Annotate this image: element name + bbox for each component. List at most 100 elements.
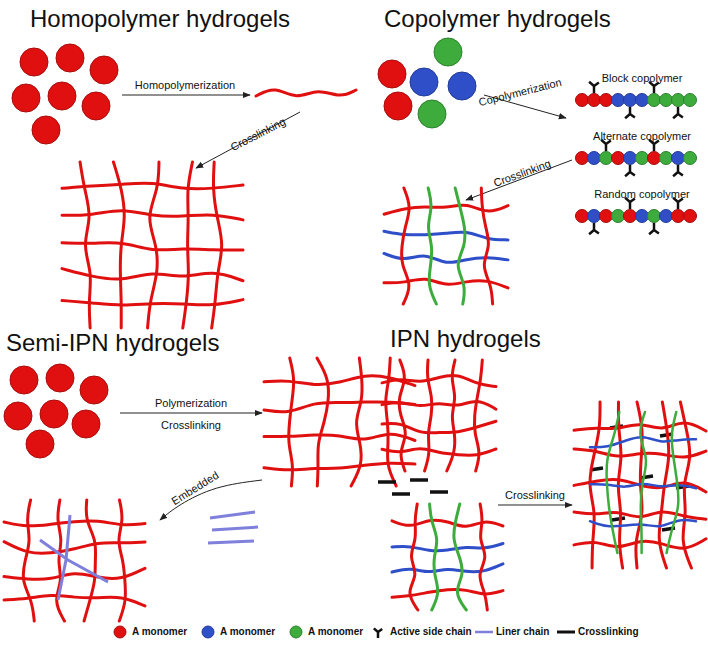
legend-text: Active side chain xyxy=(390,626,472,637)
process-arrow xyxy=(120,413,262,414)
process-label: Polymerization xyxy=(155,397,227,409)
process-label: Random copolymer xyxy=(594,188,689,200)
monomer xyxy=(434,38,462,66)
monomer xyxy=(26,430,54,458)
monomer xyxy=(624,210,637,223)
polymer-chain xyxy=(474,360,482,471)
monomer xyxy=(636,94,649,107)
monomer xyxy=(576,210,589,223)
monomer xyxy=(672,94,685,107)
polymer-network xyxy=(4,500,145,621)
legend-swatch xyxy=(114,626,126,638)
polymer-chain xyxy=(425,360,432,471)
polymer-chain xyxy=(119,500,125,621)
monomer xyxy=(576,152,589,165)
embedded-linear-chains xyxy=(40,515,108,600)
legend-line xyxy=(475,631,493,634)
monomer xyxy=(624,94,637,107)
active-side-chain xyxy=(625,107,635,118)
monomer xyxy=(72,410,100,438)
monomer xyxy=(612,210,625,223)
legend-swatch xyxy=(202,626,214,638)
monomer xyxy=(660,152,673,165)
legend xyxy=(114,626,575,638)
polymer-chain xyxy=(351,358,362,486)
monomer xyxy=(588,152,601,165)
monomer xyxy=(600,210,613,223)
polymer-chain xyxy=(384,205,508,214)
monomer xyxy=(48,82,76,110)
active-side-chain xyxy=(589,223,599,234)
legend-swatch xyxy=(290,626,302,638)
legend-line xyxy=(557,631,575,634)
polymer-chain xyxy=(317,358,329,486)
polymer-chain xyxy=(480,504,487,610)
monomer xyxy=(46,364,74,392)
polymer-chain xyxy=(212,162,222,328)
active-side-chain xyxy=(374,628,382,638)
monomer xyxy=(672,152,685,165)
polymer-chain xyxy=(80,162,90,328)
polymer-chain xyxy=(84,500,96,621)
active-side-chain xyxy=(673,107,683,118)
copolymer-chain xyxy=(576,198,697,234)
polymer-chain xyxy=(62,183,243,189)
polymer-chain xyxy=(481,188,492,304)
polymer-chain xyxy=(264,434,415,440)
polymer-chain xyxy=(455,188,465,304)
copolymer-chain xyxy=(576,140,697,176)
active-side-chain xyxy=(589,82,599,93)
process-label: Homopolymerization xyxy=(135,79,235,91)
monomer xyxy=(684,94,697,107)
monomer xyxy=(636,210,649,223)
polymer-chain xyxy=(430,504,438,610)
monomer-cluster xyxy=(12,44,118,144)
panel-title: Homopolymer hydrogels xyxy=(30,6,290,32)
process-label: Crosslinking xyxy=(229,115,288,153)
polymer-chain xyxy=(113,162,124,328)
monomer xyxy=(10,366,38,394)
monomer xyxy=(588,94,601,107)
legend-text: A monomer xyxy=(308,626,363,637)
polymer-chain xyxy=(23,500,34,621)
monomer xyxy=(612,152,625,165)
monomer-cluster xyxy=(378,38,476,128)
polymer-chain xyxy=(428,188,436,304)
monomer xyxy=(684,210,697,223)
process-arrow xyxy=(498,505,572,506)
monomer xyxy=(40,400,68,428)
legend-text: A monomer xyxy=(132,626,187,637)
monomer xyxy=(648,94,661,107)
monomer xyxy=(576,94,589,107)
active-side-chain xyxy=(625,165,635,176)
monomer xyxy=(600,94,613,107)
active-side-chain xyxy=(673,165,683,176)
process-label: Crosslinking xyxy=(505,489,565,501)
monomer xyxy=(448,72,476,100)
polymer-chain xyxy=(4,542,145,554)
polymer-network xyxy=(62,162,243,328)
polymer-chain xyxy=(618,402,622,568)
panel-title: IPN hydrogels xyxy=(390,326,541,352)
panel-title: Semi-IPN hydrogels xyxy=(6,330,219,356)
monomer xyxy=(672,210,685,223)
monomer xyxy=(378,60,406,88)
monomer xyxy=(90,56,118,84)
polymer-chain xyxy=(392,544,503,551)
polymer-network xyxy=(392,504,503,610)
monomer xyxy=(588,210,601,223)
monomer xyxy=(82,92,110,120)
legend-text: A monomer xyxy=(220,626,275,637)
legend-text: Liner chain xyxy=(496,626,549,637)
polymer-network xyxy=(384,188,508,304)
process-label: Copolymerization xyxy=(477,76,562,108)
polymer-chain xyxy=(62,243,243,250)
copolymer-chain xyxy=(576,82,697,118)
monomer xyxy=(612,94,625,107)
process-arrow xyxy=(122,95,250,96)
polymer-chain xyxy=(447,360,455,471)
process-label: Block copolymer xyxy=(602,72,683,84)
polymer-chain xyxy=(256,90,356,96)
polymer-chain xyxy=(57,500,65,621)
